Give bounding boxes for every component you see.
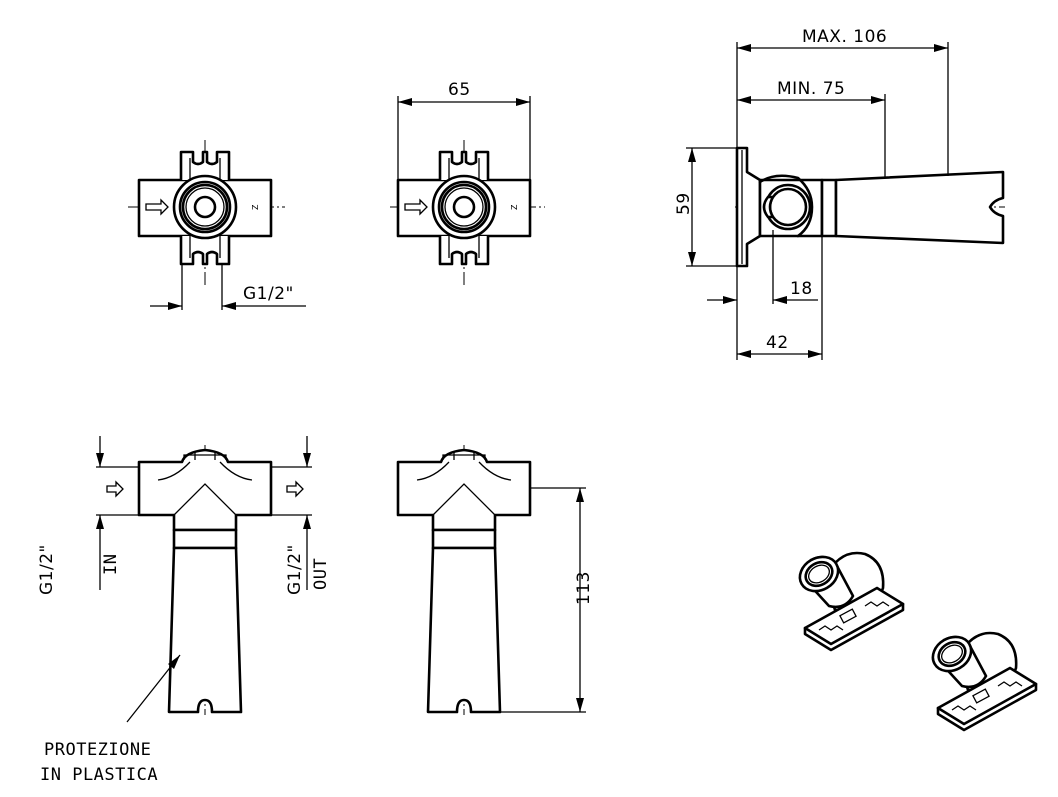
isometric-view-1: [798, 551, 905, 652]
thread-out-label: G1/2": [285, 544, 305, 595]
elevation-view-left: G1/2" IN G1/2" OUT PROTEZIONE IN PLASTIC…: [37, 436, 331, 785]
max-depth-dimension: MAX. 106: [802, 27, 887, 47]
outlet-label: OUT: [311, 558, 331, 590]
isometric-view-2: [931, 631, 1038, 732]
front-view-left: Z G1/2": [128, 140, 306, 310]
min-depth-dimension: MIN. 75: [777, 79, 845, 99]
protection-label-line2: IN PLASTICA: [40, 765, 158, 785]
protection-label-line1: PROTEZIONE: [44, 740, 151, 760]
inlet-label: IN: [101, 554, 121, 575]
base-depth-dimension: 42: [766, 333, 789, 353]
height-dimension: 59: [674, 192, 694, 215]
elevation-view-middle: 113: [396, 445, 594, 715]
thread-in-label: G1/2": [37, 544, 57, 595]
length-dimension: 113: [574, 571, 594, 605]
marking-middle: Z: [510, 204, 519, 210]
side-view: MAX. 106 MIN. 75 59 18 42: [674, 27, 1005, 360]
front-view-middle: Z 65: [390, 80, 545, 285]
thread-label-top: G1/2": [243, 284, 294, 304]
width-dimension: 65: [448, 80, 471, 100]
offset-dimension: 18: [790, 279, 813, 299]
marking-left: Z: [251, 204, 260, 210]
